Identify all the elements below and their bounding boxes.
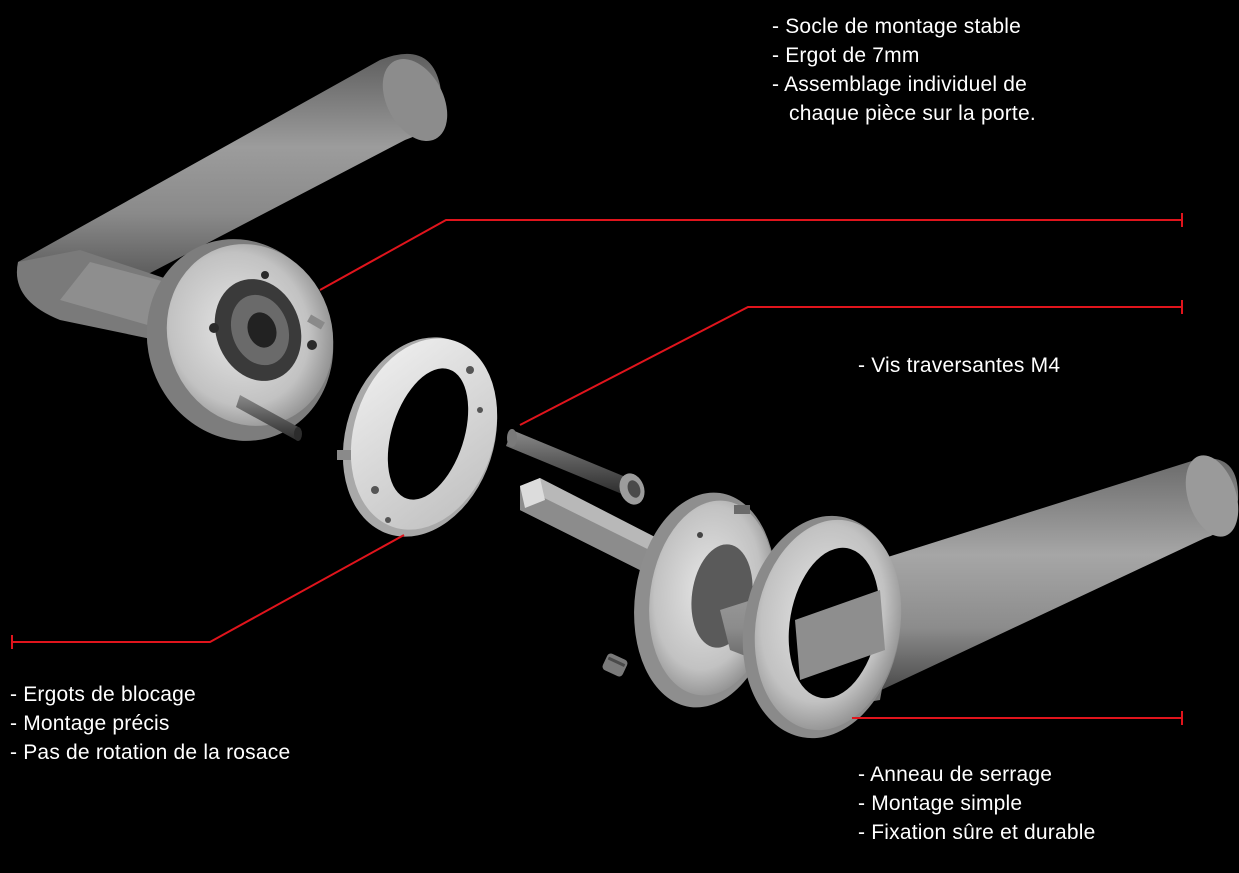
callout-locking-pins: - Ergots de blocage - Montage précis - P… <box>10 680 290 767</box>
through-bolt-screw <box>506 429 645 505</box>
callout-line: - Montage précis <box>10 712 170 735</box>
leader-line-middle <box>519 306 1182 426</box>
callout-line: - Pas de rotation de la rosace <box>10 741 291 764</box>
callout-line: chaque pièce sur la porte. <box>789 102 1036 125</box>
clamping-ring <box>742 515 902 739</box>
callout-line: - Assemblage individuel de <box>772 73 1028 96</box>
callout-line: - Ergot de 7mm <box>772 44 920 67</box>
callout-line: - Socle de montage stable <box>772 15 1021 38</box>
callout-line: - Vis traversantes M4 <box>858 354 1061 377</box>
mounting-plate <box>337 337 498 537</box>
grub-screw <box>602 653 628 677</box>
callout-mounting-base: - Socle de montage stable - Ergot de 7mm… <box>772 12 1036 128</box>
callout-line: - Anneau de serrage <box>858 763 1053 786</box>
callout-line: - Ergots de blocage <box>10 683 196 706</box>
callout-line: - Montage simple <box>858 792 1023 815</box>
leader-line-left <box>12 534 405 643</box>
callout-through-bolts: - Vis traversantes M4 <box>858 351 1060 380</box>
callout-line: - Fixation sûre et durable <box>858 821 1096 844</box>
left-rose-base <box>146 239 334 441</box>
leader-line-top <box>319 219 1182 291</box>
callout-clamping-ring: - Anneau de serrage - Montage simple - F… <box>858 760 1095 847</box>
leader-lines <box>11 213 1183 725</box>
